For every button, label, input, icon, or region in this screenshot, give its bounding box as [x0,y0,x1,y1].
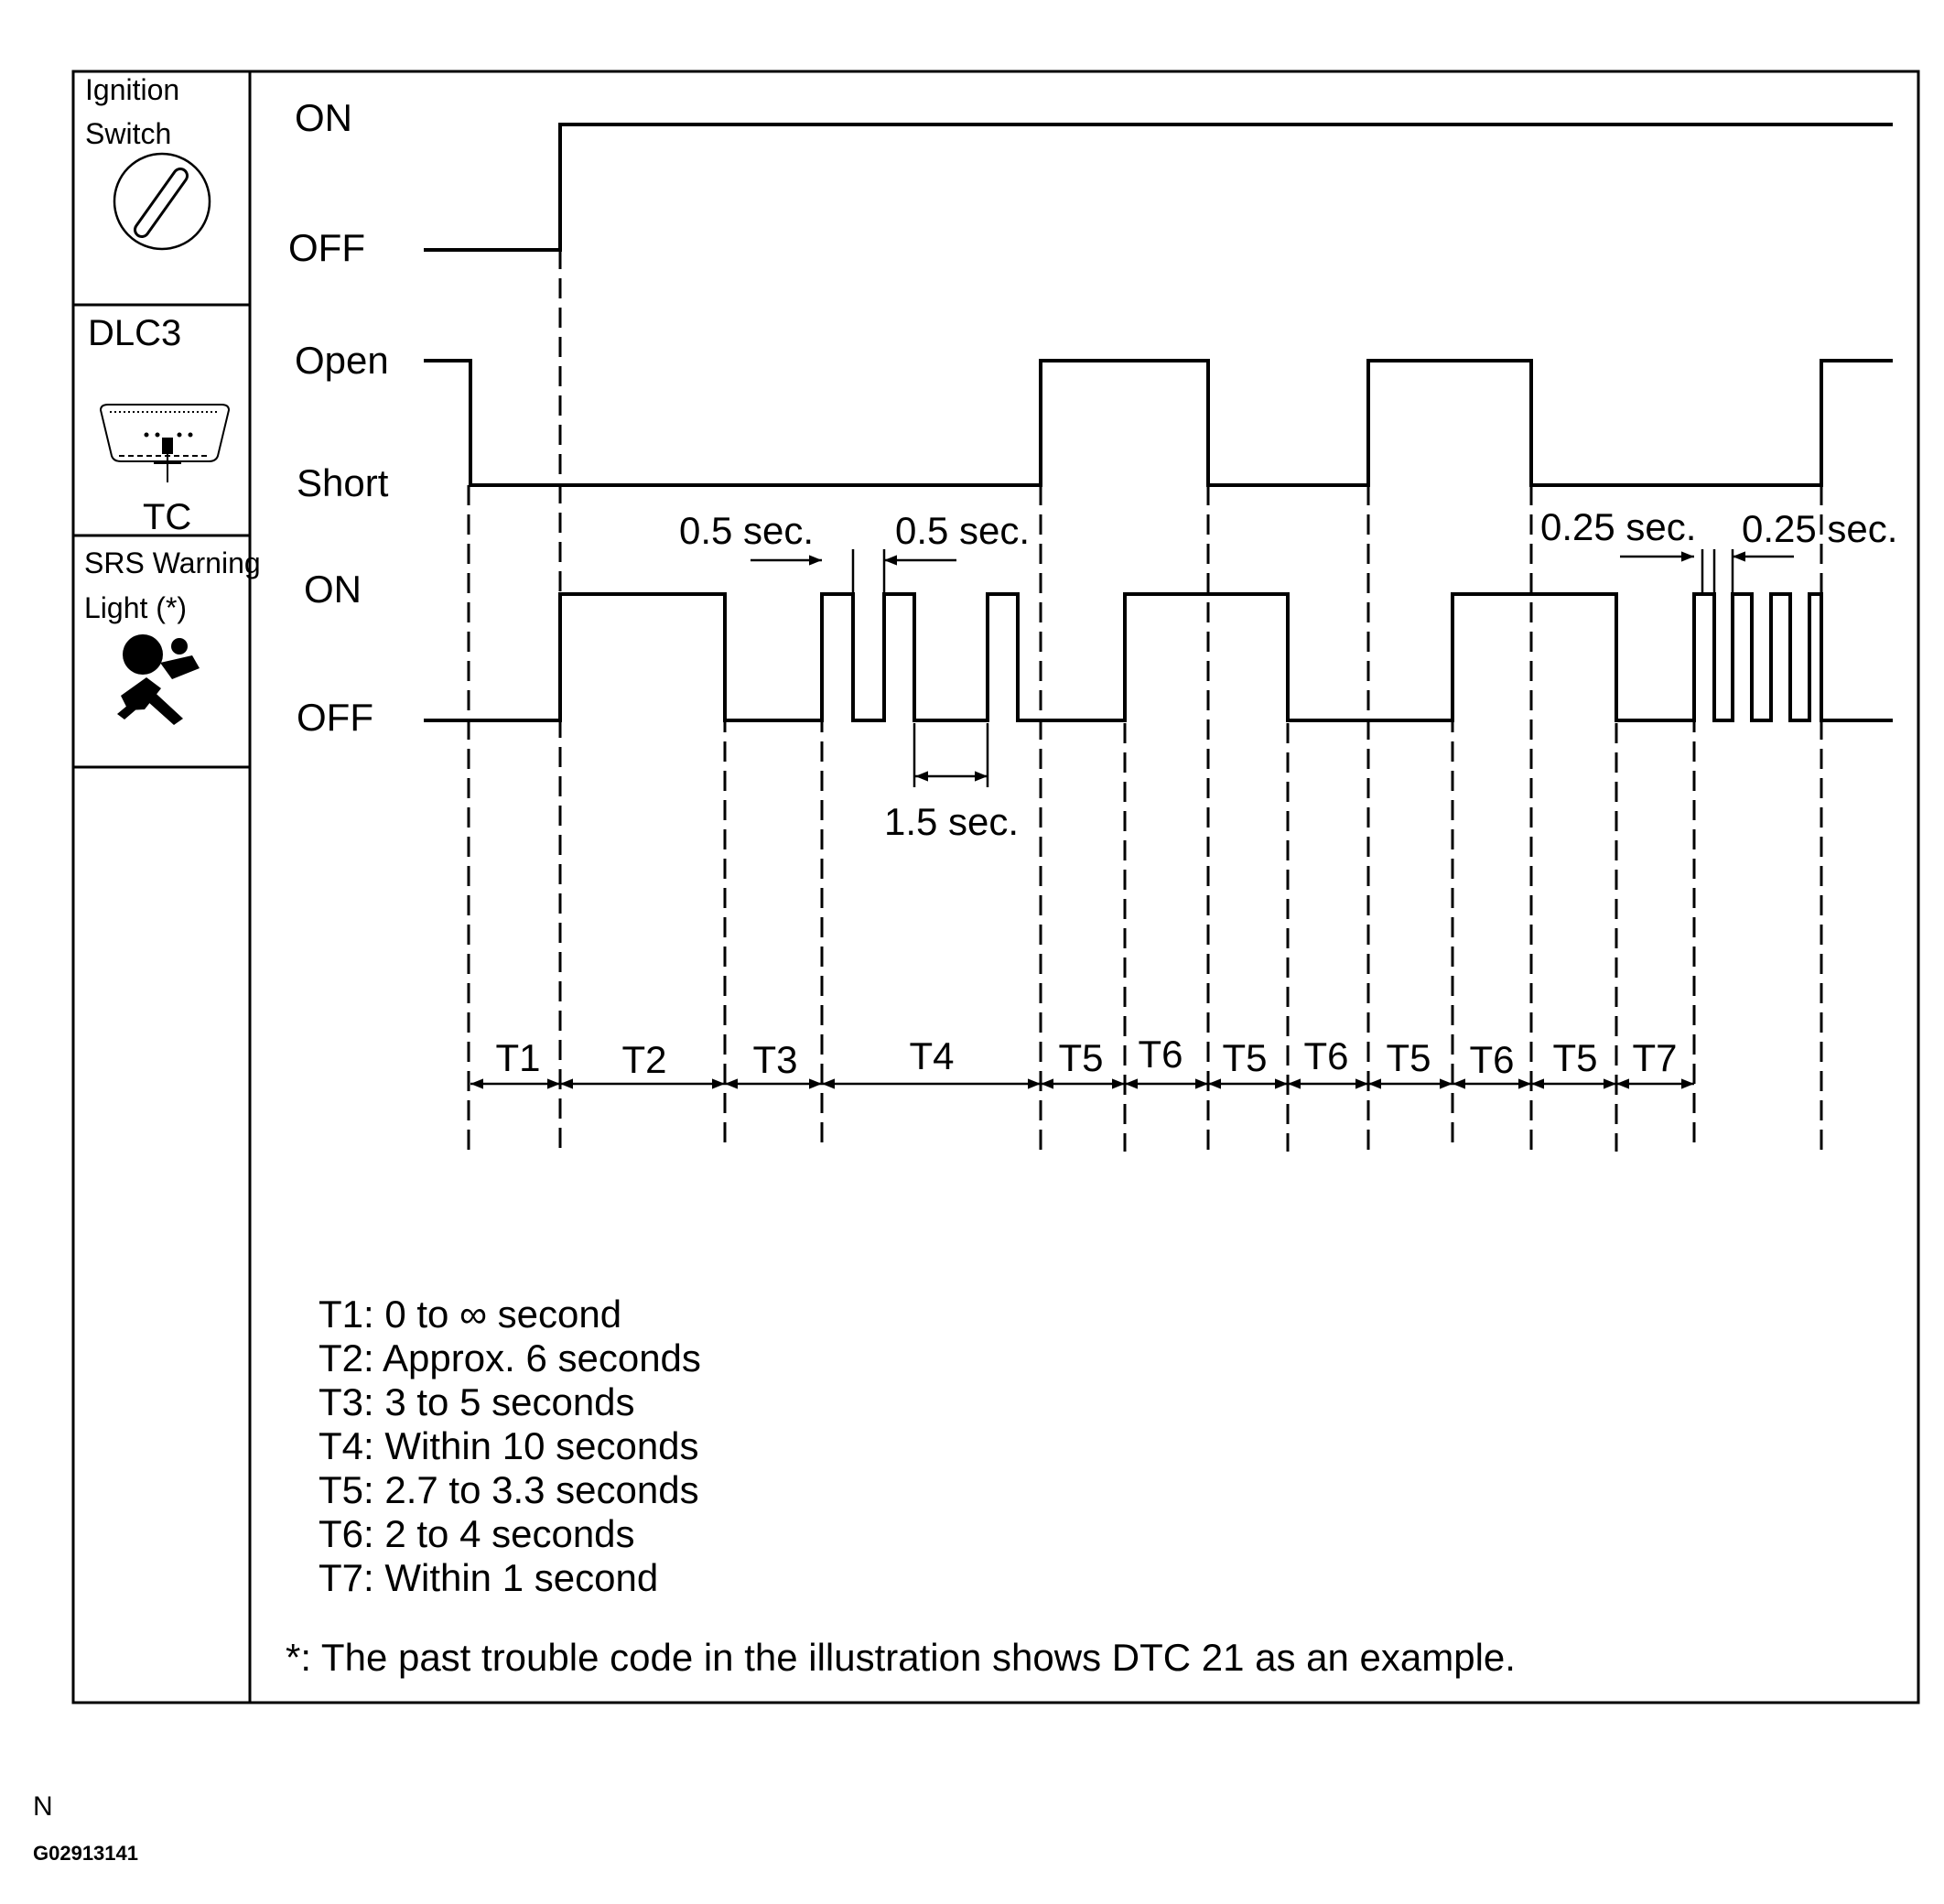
srs-on-label: ON [304,568,362,611]
dlc3-open-label: Open [295,339,389,382]
state-labels: ON OFF Open Short ON OFF [288,96,389,739]
tc-terminal-label: TC [143,497,191,537]
ignition-label-line2: Switch [85,117,171,150]
quarter-sec-left-label: 0.25 sec. [1540,505,1696,548]
srs-label-line1: SRS Warning [84,546,261,579]
legend-line: T2: Approx. 6 seconds [319,1336,701,1379]
waveforms [424,123,1893,722]
ignition-row-label: Ignition Switch [85,73,211,251]
legend-line: T6: 2 to 4 seconds [319,1512,635,1555]
legend-line: T7: Within 1 second [319,1556,658,1599]
half-sec-right-label: 0.5 sec. [895,509,1030,552]
interval-label: T6 [1138,1033,1183,1076]
dlc3-waveform [424,359,1893,487]
interval-label: T5 [1386,1036,1431,1079]
ignition-key-icon [113,152,211,251]
legend-line: T4: Within 10 seconds [319,1424,699,1467]
dlc3-short-label: Short [297,461,389,504]
interval-label: T1 [495,1036,540,1079]
dlc3-label: DLC3 [88,313,181,353]
interval-label: T2 [621,1038,666,1081]
pulse-annotation-labels: 0.5 sec. 0.5 sec. 1.5 sec. 0.25 sec. 0.2… [679,505,1897,843]
interval-label: T5 [1058,1036,1103,1079]
figure-id: G02913141 [33,1842,138,1865]
interval-label: T5 [1552,1036,1597,1079]
srs-off-label: OFF [297,696,373,739]
footnote: *: The past trouble code in the illustra… [286,1636,1516,1679]
interval-label: T4 [909,1034,954,1077]
ignition-on-label: ON [295,96,352,139]
srs-waveform [424,592,1893,722]
ignition-off-label: OFF [288,226,365,269]
ignition-waveform [424,123,1893,252]
dlc3-row-label: DLC3 TC [88,313,231,537]
interval-label: T3 [752,1038,797,1081]
interval-label: T6 [1303,1034,1348,1077]
legend-line: T5: 2.7 to 3.3 seconds [319,1468,699,1511]
one-five-sec-label: 1.5 sec. [884,800,1019,843]
legend-line: T1: 0 to ∞ second [319,1293,621,1336]
interval-label: T6 [1469,1038,1514,1081]
quarter-sec-right-label: 0.25 sec. [1742,507,1897,550]
frame [71,70,1920,1704]
interval-labels: T1 T2 T3 T4 T5 T6 T5 T6 T5 T6 T5 T7 [495,1033,1677,1081]
airbag-warning-icon [117,634,200,725]
footer-letter: N [33,1791,53,1822]
time-guides [467,249,1823,1152]
half-sec-left-label: 0.5 sec. [679,509,814,552]
srs-label-line2: Light (*) [84,591,187,624]
legend-line: T3: 3 to 5 seconds [319,1380,635,1423]
interval-label: T5 [1222,1036,1267,1079]
dlc3-connector-icon [99,404,231,482]
interval-label: T7 [1632,1036,1677,1079]
pulse-annotations [751,549,1794,787]
ignition-label-line1: Ignition [85,73,179,106]
interval-legend: T1: 0 to ∞ second T2: Approx. 6 seconds … [319,1293,701,1599]
srs-row-label: SRS Warning Light (*) [84,546,261,725]
